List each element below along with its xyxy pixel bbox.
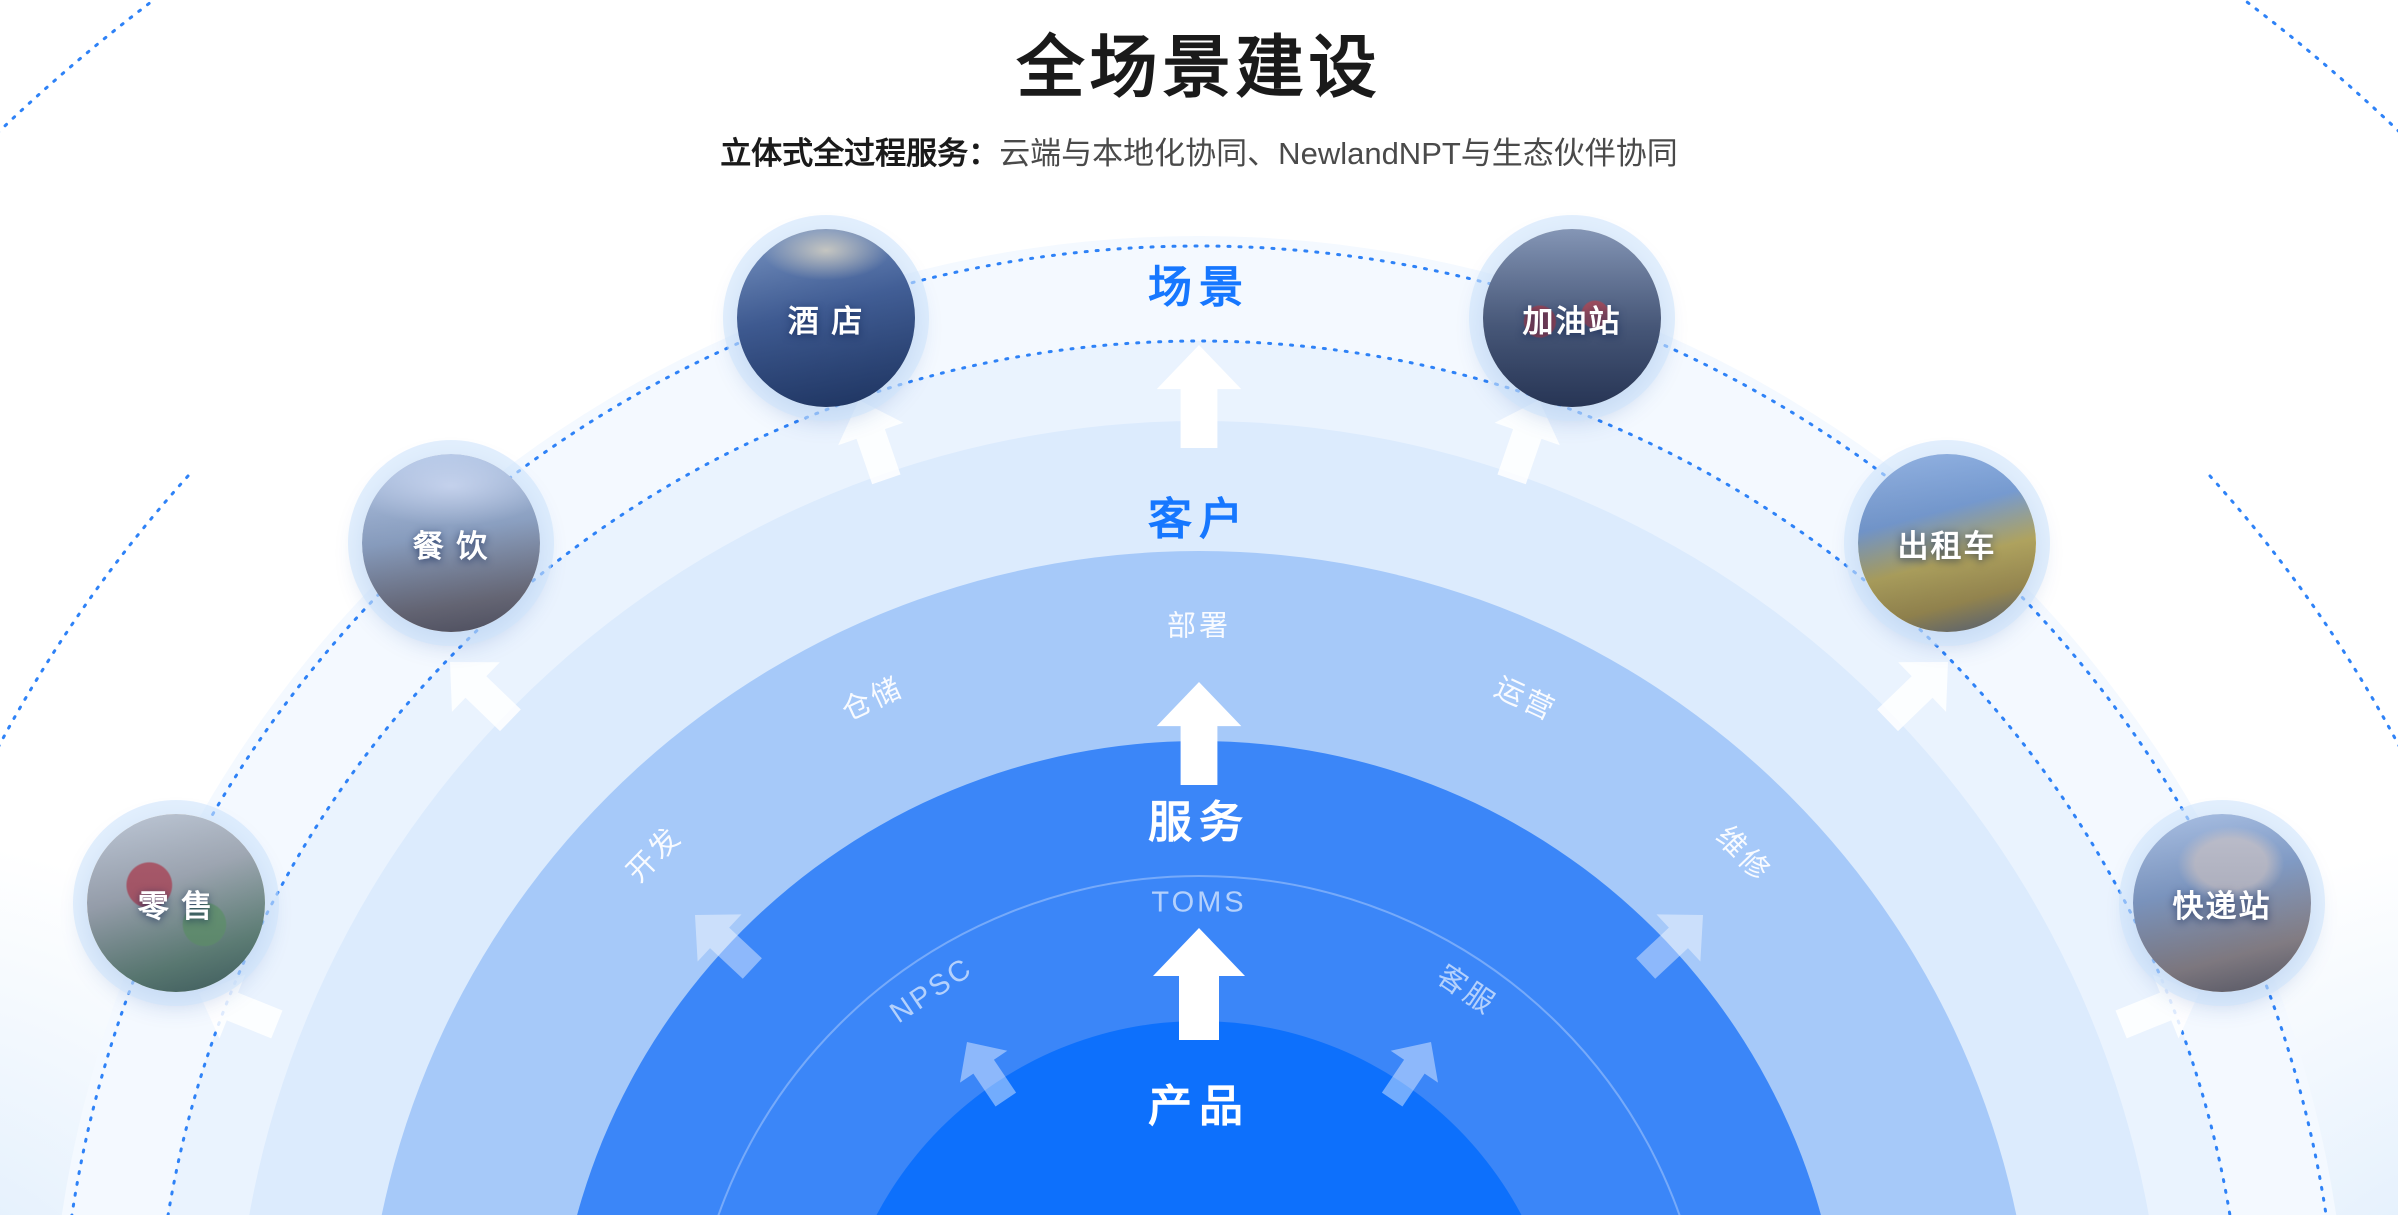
taxi-photo — [1858, 454, 2036, 632]
scene-catering: 餐 饮 — [362, 454, 540, 632]
scene-hotel-label: 酒 店 — [787, 303, 865, 339]
page-title: 全场景建设 — [1016, 30, 1382, 106]
gas-station-photo — [1483, 229, 1661, 407]
scene-courier-station: 快递站 — [2133, 814, 2311, 992]
scene-catering-label: 餐 饮 — [412, 528, 490, 564]
service-ring-label: 服务 — [1148, 798, 1250, 847]
scene-retail-label: 零 售 — [137, 888, 215, 924]
product-ring-label: 产品 — [1148, 1082, 1250, 1131]
middle-ring-label-deploy: 部署 — [1166, 610, 1232, 643]
subtitle-text: 云端与本地化协同、NewlandNPT与生态伙伴协同 — [999, 136, 1678, 171]
scene-gas-station-label: 加油站 — [1522, 303, 1622, 339]
product-core-circle — [876, 1021, 1522, 1215]
catering-photo — [362, 454, 540, 632]
subtitle-label: 立体式全过程服务： — [720, 136, 1000, 171]
outer-dotted-arc-left — [0, 474, 190, 748]
customer-ring-label: 客户 — [1148, 495, 1250, 544]
hotel-photo — [737, 229, 915, 407]
scene-retail: 零 售 — [87, 814, 265, 992]
scene-courier-station-label: 快递站 — [2172, 888, 2272, 924]
scene-hotel: 酒 店 — [737, 229, 915, 407]
courier-station-photo — [2133, 814, 2311, 992]
scene-ring-label: 场景 — [1148, 263, 1250, 312]
inner-ring-label-toms: TOMS — [1151, 886, 1247, 919]
page-subtitle: 立体式全过程服务：云端与本地化协同、NewlandNPT与生态伙伴协同 — [0, 128, 2398, 173]
scene-taxi-label: 出租车 — [1897, 528, 1997, 564]
retail-photo — [87, 814, 265, 992]
scene-gas-station: 加油站 — [1483, 229, 1661, 407]
service-band-separator — [717, 875, 1681, 1215]
scene-taxi: 出租车 — [1858, 454, 2036, 632]
outer-dotted-arc-right — [2208, 474, 2398, 748]
